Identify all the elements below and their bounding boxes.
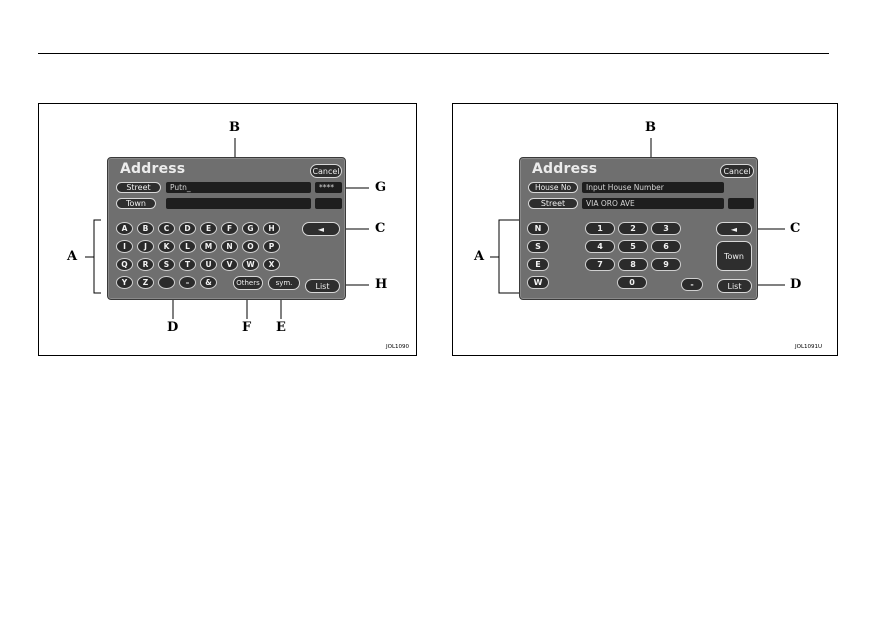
callout-g: G: [375, 180, 387, 195]
callout-a: A: [67, 249, 78, 264]
key-o[interactable]: O: [242, 240, 259, 253]
screen-title: Address: [532, 161, 598, 177]
callout-h: H: [375, 277, 388, 292]
key-4[interactable]: 4: [585, 240, 615, 253]
key-8[interactable]: 8: [618, 258, 648, 271]
key-n[interactable]: N: [527, 222, 549, 235]
key-2[interactable]: 2: [618, 222, 648, 235]
key-hyphen[interactable]: –: [179, 276, 196, 289]
callout-b: B: [645, 120, 656, 135]
callout-e: E: [276, 320, 286, 335]
key-w[interactable]: W: [527, 276, 549, 289]
key-f[interactable]: F: [221, 222, 238, 235]
house-number-button[interactable]: House No: [528, 182, 578, 193]
key-s[interactable]: S: [527, 240, 549, 253]
key-u[interactable]: U: [200, 258, 217, 271]
key-w[interactable]: W: [242, 258, 259, 271]
town-button[interactable]: Town: [716, 241, 752, 271]
key-5[interactable]: 5: [618, 240, 648, 253]
key-j[interactable]: J: [137, 240, 154, 253]
key-6[interactable]: 6: [651, 240, 681, 253]
street-button[interactable]: Street: [528, 198, 578, 209]
callout-c: C: [375, 221, 386, 236]
callout-d: D: [790, 277, 802, 292]
list-button[interactable]: List: [305, 279, 340, 293]
key-3[interactable]: 3: [651, 222, 681, 235]
backspace-button[interactable]: ◄: [302, 222, 340, 236]
figure-code: JOL1090: [386, 344, 410, 350]
key-h[interactable]: H: [263, 222, 280, 235]
key-0[interactable]: 0: [617, 276, 647, 289]
callout-b: B: [229, 120, 240, 135]
key-7[interactable]: 7: [585, 258, 615, 271]
town-button[interactable]: Town: [116, 198, 156, 209]
street-extra-field: [728, 198, 754, 209]
key-l[interactable]: L: [179, 240, 196, 253]
house-number-preview: ****: [315, 182, 342, 193]
street-input[interactable]: VIA ORO AVE: [582, 198, 724, 209]
key-q[interactable]: Q: [116, 258, 133, 271]
key-g[interactable]: G: [242, 222, 259, 235]
house-number-input[interactable]: Input House Number: [582, 182, 724, 193]
town-input[interactable]: [166, 198, 311, 209]
key-9[interactable]: 9: [651, 258, 681, 271]
key-t[interactable]: T: [179, 258, 196, 271]
list-button[interactable]: List: [717, 279, 752, 293]
symbols-button[interactable]: sym.: [268, 276, 300, 290]
key-s[interactable]: S: [158, 258, 175, 271]
key-dash[interactable]: -: [681, 278, 703, 291]
key-m[interactable]: M: [200, 240, 217, 253]
nav-screen: Address Cancel House No Input House Numb…: [519, 157, 758, 300]
key-a[interactable]: A: [116, 222, 133, 235]
key-z[interactable]: Z: [137, 276, 154, 289]
callout-a: A: [474, 249, 485, 264]
figure-code: JOL1091U: [795, 344, 823, 350]
key-ampersand[interactable]: &: [200, 276, 217, 289]
screen-title: Address: [120, 161, 186, 177]
backspace-button[interactable]: ◄: [716, 222, 752, 236]
key-b[interactable]: B: [137, 222, 154, 235]
header-rule: [38, 53, 829, 54]
key-k[interactable]: K: [158, 240, 175, 253]
key-c[interactable]: C: [158, 222, 175, 235]
others-button[interactable]: Others: [233, 276, 263, 290]
street-input[interactable]: Putn_: [166, 182, 311, 193]
key-v[interactable]: V: [221, 258, 238, 271]
callout-f: F: [242, 320, 252, 335]
street-button[interactable]: Street: [116, 182, 161, 193]
figure-number-keyboard: Address Cancel House No Input House Numb…: [452, 103, 838, 356]
key-space[interactable]: [158, 276, 175, 289]
callout-d: D: [167, 320, 179, 335]
cancel-button[interactable]: Cancel: [720, 164, 754, 178]
key-x[interactable]: X: [263, 258, 280, 271]
key-d[interactable]: D: [179, 222, 196, 235]
key-e[interactable]: E: [527, 258, 549, 271]
key-i[interactable]: I: [116, 240, 133, 253]
key-p[interactable]: P: [263, 240, 280, 253]
key-r[interactable]: R: [137, 258, 154, 271]
key-1[interactable]: 1: [585, 222, 615, 235]
town-extra-field: [315, 198, 342, 209]
key-n[interactable]: N: [221, 240, 238, 253]
key-e[interactable]: E: [200, 222, 217, 235]
cancel-button[interactable]: Cancel: [310, 164, 342, 178]
callout-c: C: [790, 221, 801, 236]
key-y[interactable]: Y: [116, 276, 133, 289]
